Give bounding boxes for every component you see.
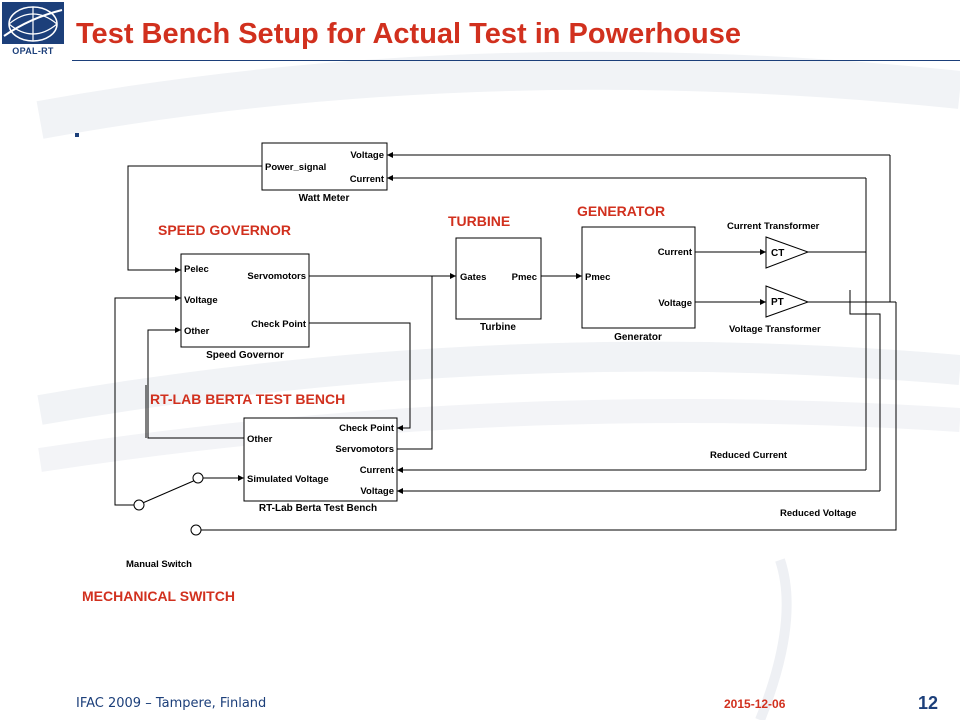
- rt-lab-servomotors-port: Servomotors: [335, 444, 394, 455]
- speed-governor-checkpoint-port: Check Point: [251, 319, 307, 330]
- pt-name: Voltage Transformer: [729, 324, 821, 335]
- mechanical-switch-label: MECHANICAL SWITCH: [82, 588, 235, 604]
- generator-current-port: Current: [658, 247, 693, 258]
- voltage-transformer-block: PT Voltage Transformer: [729, 285, 821, 335]
- watt-meter-block: Power_signal Voltage Current Watt Meter: [261, 142, 388, 204]
- speed-governor-label: SPEED GOVERNOR: [158, 222, 292, 238]
- rt-lab-label: RT-LAB BERTA TEST BENCH: [150, 391, 346, 407]
- ct-name: Current Transformer: [727, 221, 820, 232]
- generator-block: Pmec Current Voltage Generator: [581, 226, 696, 343]
- signal-wires: [114, 152, 897, 531]
- logo-text: OPAL-RT: [12, 46, 54, 56]
- turbine-name: Turbine: [480, 322, 516, 333]
- rt-lab-other-port: Other: [247, 434, 273, 445]
- watt-meter-voltage-port: Voltage: [350, 150, 384, 161]
- turbine-pmec-port: Pmec: [512, 272, 537, 283]
- rt-lab-name: RT-Lab Berta Test Bench: [259, 503, 377, 514]
- bullet-point: [75, 133, 79, 137]
- speed-governor-other-port: Other: [184, 326, 210, 337]
- rt-lab-checkpoint-port: Check Point: [339, 423, 395, 434]
- turbine-gates-port: Gates: [460, 272, 486, 283]
- rt-lab-voltage-port: Voltage: [360, 486, 394, 497]
- ct-symbol: CT: [771, 248, 784, 259]
- footer-event: IFAC 2009 – Tampere, Finland: [76, 696, 267, 711]
- generator-name: Generator: [614, 332, 662, 343]
- rt-lab-block: Other Simulated Voltage Check Point Serv…: [243, 417, 398, 514]
- footer-date: 2015-12-06: [724, 697, 786, 711]
- globe-icon: [2, 2, 64, 44]
- opal-rt-logo: OPAL-RT: [0, 0, 66, 66]
- speed-governor-voltage-port: Voltage: [184, 295, 218, 306]
- speed-governor-block: Pelec Voltage Other Servomotors Check Po…: [180, 253, 310, 361]
- page-title: Test Bench Setup for Actual Test in Powe…: [76, 18, 741, 50]
- generator-voltage-port: Voltage: [658, 298, 692, 309]
- manual-switch-label: Manual Switch: [126, 559, 192, 570]
- watt-meter-power-signal-port: Power_signal: [265, 162, 326, 173]
- generator-label: GENERATOR: [577, 203, 666, 219]
- turbine-block: Gates Pmec Turbine: [455, 237, 542, 333]
- page-number: 12: [918, 693, 939, 713]
- generator-pmec-port: Pmec: [585, 272, 610, 283]
- pt-symbol: PT: [771, 297, 784, 308]
- reduced-voltage-label: Reduced Voltage: [780, 508, 856, 519]
- watt-meter-name: Watt Meter: [299, 193, 350, 204]
- current-transformer-block: CT Current Transformer: [727, 221, 820, 269]
- watt-meter-current-port: Current: [350, 174, 385, 185]
- speed-governor-servomotors-port: Servomotors: [247, 271, 306, 282]
- turbine-label: TURBINE: [448, 213, 511, 229]
- manual-switch: [133, 472, 204, 536]
- title-rule: [72, 60, 960, 61]
- speed-governor-name: Speed Governor: [206, 350, 284, 361]
- speed-governor-pelec-port: Pelec: [184, 264, 209, 275]
- rt-lab-simulated-voltage-port: Simulated Voltage: [247, 474, 329, 485]
- rt-lab-current-port: Current: [360, 465, 395, 476]
- reduced-current-label: Reduced Current: [710, 450, 788, 461]
